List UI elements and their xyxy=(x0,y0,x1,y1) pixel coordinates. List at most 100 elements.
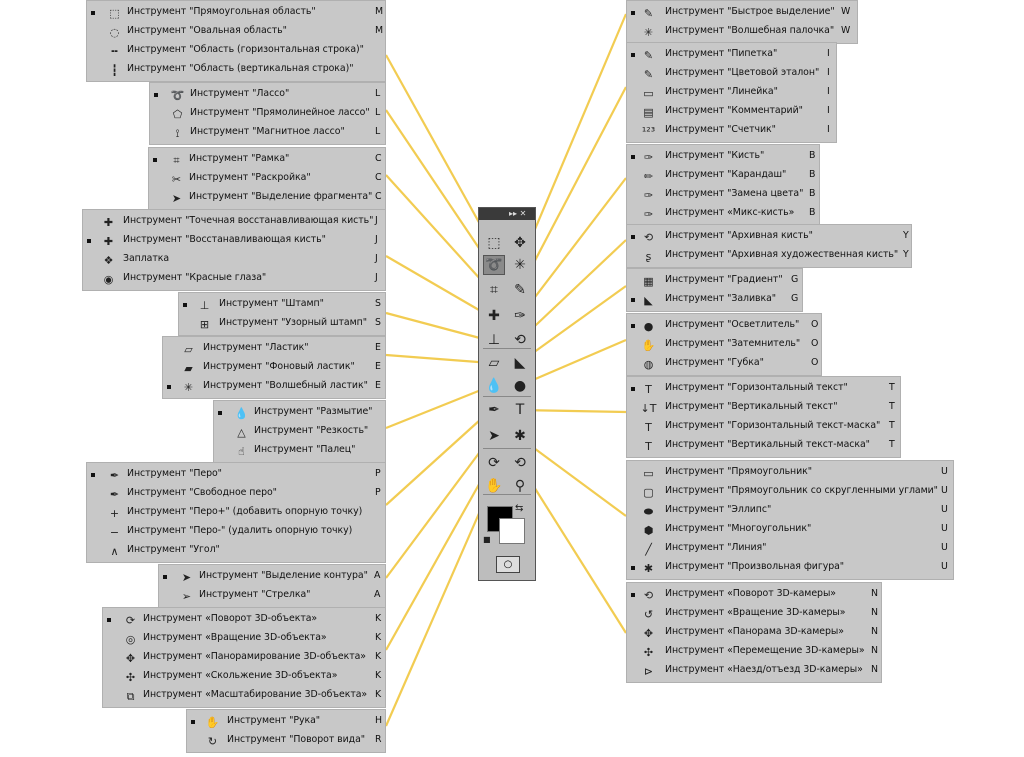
tool-row[interactable]: ✳Инструмент "Волшебный ластик"E xyxy=(163,378,385,397)
quick-mask-button[interactable]: ○ xyxy=(496,556,520,573)
tool-row[interactable]: ⬚Инструмент "Прямоугольная область"M xyxy=(87,4,385,23)
tool-row[interactable]: ✂Инструмент "Раскройка"C xyxy=(149,170,385,189)
tool-row[interactable]: ✥Инструмент «Панорама 3D-камеры»N xyxy=(627,624,881,643)
tool-row[interactable]: ➤Инструмент "Выделение контура"A xyxy=(159,568,385,587)
tool-row[interactable]: ⬠Инструмент "Прямолинейное лассо"L xyxy=(150,105,385,124)
dodge-tool-icon[interactable]: ● xyxy=(513,378,527,394)
tool-row[interactable]: ☝Инструмент "Палец" xyxy=(214,442,385,461)
bucket-tool-icon[interactable]: ◣ xyxy=(514,355,526,371)
tool-row[interactable]: ✋Инструмент "Затемнитель"O xyxy=(627,336,821,355)
toolbox-header[interactable]: ▸▸ ✕ xyxy=(479,208,535,220)
rotate-3d-tool-icon[interactable]: ⟳ xyxy=(488,455,500,471)
tool-row[interactable]: ✎Инструмент "Цветовой эталон"I xyxy=(627,65,836,84)
crop-tool-icon[interactable]: ⌗ xyxy=(490,282,498,298)
blur-tool-icon[interactable]: 💧 xyxy=(485,378,503,394)
background-color-swatch[interactable] xyxy=(499,518,525,544)
tool-row[interactable]: ▭Инструмент "Линейка"I xyxy=(627,84,836,103)
tool-row[interactable]: ✎Инструмент "Пипетка"I xyxy=(627,46,836,65)
tool-row[interactable]: ✣Инструмент «Скольжение 3D-объекта»K xyxy=(103,668,385,687)
default-colors-icon[interactable]: ■ xyxy=(483,535,491,544)
hand-tool-icon[interactable]: ✋ xyxy=(485,478,503,494)
tool-row[interactable]: ⟲Инструмент "Архивная кисть"Y xyxy=(627,228,911,247)
tool-row[interactable]: ▦Инструмент "Градиент"G xyxy=(627,272,802,291)
tool-row[interactable]: ∧Инструмент "Угол" xyxy=(87,542,385,561)
zoom-tool-icon[interactable]: ⚲ xyxy=(514,478,526,494)
tool-row[interactable]: ↺Инструмент «Вращение 3D-камеры»N xyxy=(627,605,881,624)
toolbox-controls-icon[interactable]: ▸▸ ✕ xyxy=(509,209,527,218)
move-tool-icon[interactable]: ✥ xyxy=(514,235,526,251)
tool-row[interactable]: △Инструмент "Резкость" xyxy=(214,423,385,442)
tool-row[interactable]: ╍Инструмент "Область (горизонтальная стр… xyxy=(87,42,385,61)
tool-row[interactable]: ⊞Инструмент "Узорный штамп"S xyxy=(179,315,385,334)
tool-row[interactable]: ✚Инструмент "Точечная восстанавливающая … xyxy=(83,213,385,232)
tool-row[interactable]: ▭Инструмент "Прямоугольник"U xyxy=(627,464,953,483)
tool-row[interactable]: ⟲Инструмент «Поворот 3D-камеры»N xyxy=(627,586,881,605)
history-brush-tool-icon[interactable]: ⟲ xyxy=(514,332,526,348)
healing-tool-icon[interactable]: ✚ xyxy=(488,308,500,324)
tool-row[interactable]: ◣Инструмент "Заливка"G xyxy=(627,291,802,310)
stamp-tool-icon[interactable]: ⊥ xyxy=(487,332,501,348)
marquee-tool-icon[interactable]: ⬚ xyxy=(487,235,501,251)
tool-row[interactable]: ◎Инструмент «Вращение 3D-объекта»K xyxy=(103,630,385,649)
lasso-tool-icon[interactable]: ➰ xyxy=(483,255,505,275)
tool-row[interactable]: ↻Инструмент "Поворот вида"R xyxy=(187,732,385,751)
camera-3d-tool-icon[interactable]: ⟲ xyxy=(514,455,526,471)
tool-row[interactable]: ⬬Инструмент "Эллипс"U xyxy=(627,502,953,521)
tool-label: Инструмент "Прямоугольник со скругленным… xyxy=(665,485,938,496)
tool-row[interactable]: ✒Инструмент "Перо"P xyxy=(87,466,385,485)
eraser-tool-icon[interactable]: ▱ xyxy=(488,355,500,371)
tool-row[interactable]: ◌Инструмент "Овальная область"M xyxy=(87,23,385,42)
type-tool-icon[interactable]: T xyxy=(515,402,525,418)
tool-label: Инструмент "Перо-" (удалить опорную точк… xyxy=(127,525,353,536)
tool-row[interactable]: ▤Инструмент "Комментарий"I xyxy=(627,103,836,122)
tool-row[interactable]: ⊳Инструмент «Наезд/отъезд 3D-камеры»N xyxy=(627,662,881,681)
tool-row[interactable]: ▢Инструмент "Прямоугольник со скругленны… xyxy=(627,483,953,502)
tool-row[interactable]: ✋Инструмент "Рука"H xyxy=(187,713,385,732)
tool-row[interactable]: ✎Инструмент "Быстрое выделение"W xyxy=(627,4,857,23)
shape-tool-icon[interactable]: ✱ xyxy=(514,428,526,444)
tool-row[interactable]: ┇Инструмент "Область (вертикальная строк… xyxy=(87,61,385,80)
tool-row[interactable]: ⧉Инструмент «Масштабирование 3D-объекта»… xyxy=(103,687,385,706)
tool-row[interactable]: ✣Инструмент «Перемещение 3D-камеры»N xyxy=(627,643,881,662)
tool-row[interactable]: ✑Инструмент "Кисть"B xyxy=(627,148,819,167)
tool-row[interactable]: ◍Инструмент "Губка"O xyxy=(627,355,821,374)
tool-row[interactable]: ⊥Инструмент "Штамп"S xyxy=(179,296,385,315)
tool-row[interactable]: +Инструмент "Перо+" (добавить опорную то… xyxy=(87,504,385,523)
tool-row[interactable]: ⬢Инструмент "Многоугольник"U xyxy=(627,521,953,540)
tool-row[interactable]: ✏Инструмент "Карандаш"B xyxy=(627,167,819,186)
tool-row[interactable]: ⟟Инструмент "Магнитное лассо"L xyxy=(150,124,385,143)
tool-row[interactable]: ➰Инструмент "Лассо"L xyxy=(150,86,385,105)
tool-row[interactable]: ✑Инструмент «Микс-кисть»B xyxy=(627,205,819,224)
pen-tool-icon[interactable]: ✒ xyxy=(488,402,500,418)
tool-row[interactable]: ✳Инструмент "Волшебная палочка"W xyxy=(627,23,857,42)
tool-row[interactable]: ●Инструмент "Осветлитель"O xyxy=(627,317,821,336)
brush-tool-icon[interactable]: ✑ xyxy=(514,308,526,324)
tool-row[interactable]: ⟳Инструмент «Поворот 3D-объекта»K xyxy=(103,611,385,630)
eyedropper-tool-icon[interactable]: ✎ xyxy=(514,282,526,298)
shortcut-key: T xyxy=(889,401,895,412)
tool-row[interactable]: ➤Инструмент "Выделение фрагмента"C xyxy=(149,189,385,208)
quick-select-tool-icon[interactable]: ✳ xyxy=(514,257,526,273)
tool-row[interactable]: ◉Инструмент "Красные глаза"J xyxy=(83,270,385,289)
tool-row[interactable]: ▱Инструмент "Ластик"E xyxy=(163,340,385,359)
tool-row[interactable]: ▰Инструмент "Фоновый ластик"E xyxy=(163,359,385,378)
tool-row[interactable]: ✱Инструмент "Произвольная фигура"U xyxy=(627,559,953,578)
tool-row[interactable]: 💧Инструмент "Размытие" xyxy=(214,404,385,423)
tool-row[interactable]: ✥Инструмент «Панорамирование 3D-объекта»… xyxy=(103,649,385,668)
tool-row[interactable]: ╱Инструмент "Линия"U xyxy=(627,540,953,559)
tool-row[interactable]: ✒Инструмент "Свободное перо"P xyxy=(87,485,385,504)
tool-row[interactable]: ⌗Инструмент "Рамка"C xyxy=(149,151,385,170)
tool-row[interactable]: ✚Инструмент "Восстанавливающая кисть"J xyxy=(83,232,385,251)
path-select-tool-icon[interactable]: ➤ xyxy=(488,428,500,444)
swap-colors-icon[interactable]: ⇆ xyxy=(515,503,524,514)
tool-row[interactable]: ✑Инструмент "Замена цвета"B xyxy=(627,186,819,205)
tool-row[interactable]: ➢Инструмент "Стрелка"A xyxy=(159,587,385,606)
tool-row[interactable]: −Инструмент "Перо-" (удалить опорную точ… xyxy=(87,523,385,542)
